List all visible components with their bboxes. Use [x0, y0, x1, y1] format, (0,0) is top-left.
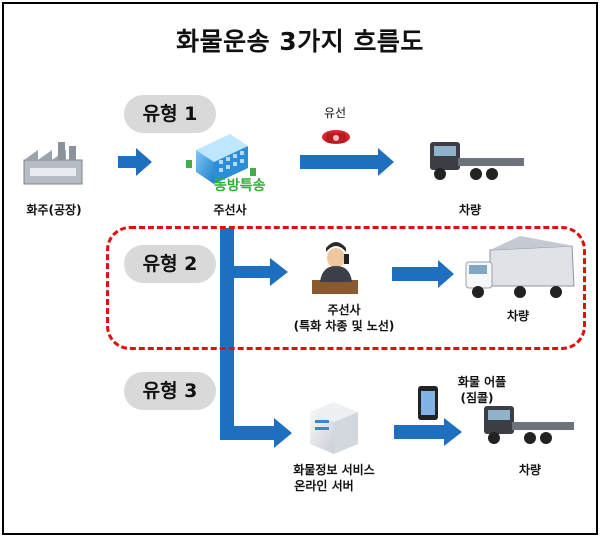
smartphone-icon	[418, 386, 438, 420]
wire-label: 유선	[323, 106, 347, 120]
type1-badge: 유형 1	[124, 95, 216, 133]
type1-broker-label: 주선사	[213, 203, 247, 217]
shipper-label: 화주(공장)	[26, 203, 82, 217]
arrow-broker-to-truck-1	[300, 148, 394, 176]
type3-badge: 유형 3	[124, 372, 216, 410]
building-icon	[186, 134, 256, 184]
broker-person-icon	[312, 242, 358, 294]
type2-broker-label-line2: (특화 차종 및 노선)	[293, 319, 395, 333]
app-label-line1: 화물 어플	[457, 375, 507, 389]
server-label-line2: 온라인 서버	[294, 479, 354, 493]
arrow-to-broker-2	[270, 258, 288, 286]
broker-brand-name: 동방특송	[214, 178, 266, 194]
type2-badge: 유형 2	[124, 245, 216, 283]
truck-icon-2	[465, 236, 575, 298]
type2-dashed-region	[106, 226, 586, 350]
truck-icon-3	[484, 406, 574, 444]
factory-icon	[23, 142, 83, 185]
page-title: 화물운송 3가지 흐름도	[176, 27, 424, 56]
arrow-server-to-truck-3	[394, 418, 462, 446]
app-label-line2: (짐콜)	[460, 391, 494, 405]
type2-broker-label-line1: 주선사	[327, 303, 361, 317]
type1-vehicle-label: 차량	[458, 203, 482, 217]
arrow-to-server	[274, 418, 292, 448]
flow-trunk-line	[220, 228, 234, 440]
server-box-icon	[310, 402, 358, 454]
truck-icon-1	[430, 142, 524, 180]
telephone-icon	[322, 130, 350, 144]
type3-vehicle-label: 차량	[518, 463, 542, 477]
arrow-broker-to-truck-2	[392, 260, 454, 288]
type2-vehicle-label: 차량	[506, 309, 530, 323]
arrow-shipper-to-broker	[118, 148, 152, 176]
server-label-line1: 화물정보 서비스	[293, 463, 375, 477]
